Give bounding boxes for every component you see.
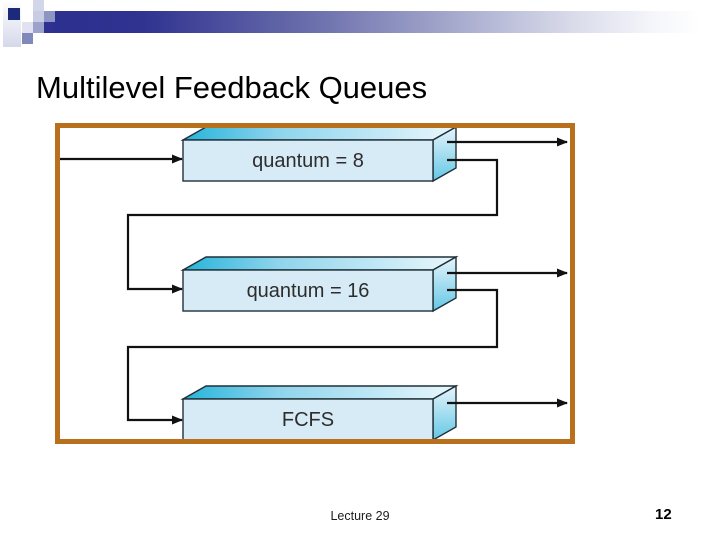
header-gradient-bar (50, 11, 720, 33)
queue-box-top-face (180, 128, 456, 141)
mosaic-square (33, 0, 44, 11)
queue-box-quantum-16: quantum = 16 (180, 255, 459, 313)
queue-label: FCFS (282, 409, 334, 431)
feedback-path-to-fcfs (126, 288, 499, 425)
queue-box-front-face (182, 269, 434, 312)
mosaic-square (22, 22, 33, 33)
mosaic-square (44, 22, 55, 33)
queue-label: quantum = 8 (252, 150, 364, 172)
mosaic-square (44, 11, 55, 22)
queue-box-fcfs: FCFS (180, 384, 459, 439)
mosaic-square (22, 33, 33, 44)
queue-label: quantum = 16 (247, 280, 370, 302)
mfq-diagram-frame: quantum = 8 quantum = 16 FCFS (55, 123, 575, 444)
mosaic-square (33, 22, 44, 33)
mosaic-square (33, 11, 44, 22)
footer-lecture-label: Lecture 29 (330, 509, 390, 523)
queue-box-front-face (182, 139, 434, 182)
queue-box-front-face (182, 398, 434, 439)
page-number: 12 (655, 506, 672, 523)
slide-title: Multilevel Feedback Queues (36, 70, 428, 105)
mfq-diagram: quantum = 8 quantum = 16 FCFS (60, 128, 568, 439)
queue-box-top-face (180, 256, 459, 271)
feedback-path-to-quantum-16 (126, 158, 499, 294)
queue-box-top-face (180, 385, 459, 400)
queue-box-quantum-8: quantum = 8 (180, 128, 457, 183)
mosaic-square-dark (8, 8, 20, 20)
